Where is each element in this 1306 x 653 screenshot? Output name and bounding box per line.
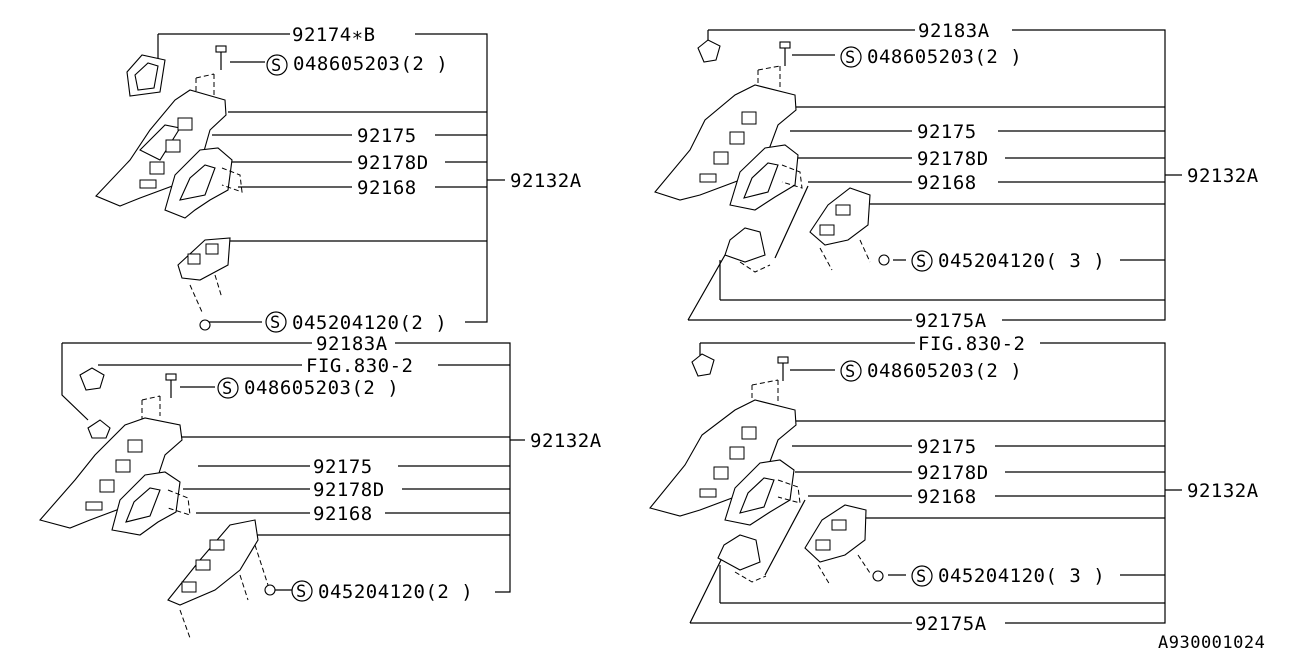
bolt-icon <box>872 570 884 582</box>
label-92168: 92168 <box>917 486 977 508</box>
label-bolt: 045204120( 3 ) <box>938 250 1105 272</box>
label-screw: 048605203(2 ) <box>867 46 1022 68</box>
console-panel <box>95 89 227 207</box>
diagram-code: A930001024 <box>1158 633 1265 653</box>
label-92175a: 92175A <box>915 310 987 332</box>
switch-bezel-part <box>729 144 799 211</box>
quadrant-top-right: 92183A S 048605203(2 ) 92175 92178D 9216… <box>654 20 1259 332</box>
label-screw: 048605203(2 ) <box>867 360 1022 382</box>
clip-part <box>87 419 111 439</box>
switch-bezel-part <box>111 471 181 536</box>
svg-text:S: S <box>916 252 927 272</box>
svg-text:S: S <box>296 582 307 602</box>
clip-part <box>697 39 721 63</box>
clip-part <box>79 367 105 391</box>
switch-part <box>809 187 871 246</box>
screw-icon <box>215 45 227 70</box>
svg-text:S: S <box>270 313 281 333</box>
label-92168: 92168 <box>313 503 373 525</box>
svg-text:S: S <box>271 56 282 76</box>
switch-part <box>724 227 766 263</box>
label-screw: 048605203(2 ) <box>293 53 448 75</box>
label-92132a: 92132A <box>530 430 602 452</box>
s-symbol-icon: S <box>217 377 239 399</box>
svg-text:S: S <box>222 379 233 399</box>
s-symbol-icon: S <box>265 311 287 333</box>
label-92168: 92168 <box>917 172 977 194</box>
quadrant-bottom-right: FIG.830-2 S 048605203(2 ) 92175 92178D 9… <box>649 333 1259 635</box>
s-symbol-icon: S <box>840 46 862 68</box>
switch-bezel-part <box>724 459 795 526</box>
pocket-part <box>126 54 166 97</box>
console-panel <box>654 84 797 201</box>
switch-part <box>167 519 259 606</box>
svg-text:S: S <box>845 48 856 68</box>
label-92174b: 92174∗B <box>292 24 376 46</box>
label-92178d: 92178D <box>917 462 989 484</box>
s-symbol-icon: S <box>840 360 862 382</box>
svg-text:S: S <box>845 362 856 382</box>
label-92168: 92168 <box>357 177 417 199</box>
label-92175a: 92175A <box>915 613 987 635</box>
switch-part <box>804 504 867 563</box>
label-92178d: 92178D <box>357 152 429 174</box>
svg-text:S: S <box>916 567 927 587</box>
screw-icon <box>165 373 177 398</box>
label-92175: 92175 <box>917 436 977 458</box>
label-92175: 92175 <box>917 121 977 143</box>
label-92132a: 92132A <box>510 170 582 192</box>
label-92132a: 92132A <box>1187 480 1259 502</box>
label-92178d: 92178D <box>313 479 385 501</box>
label-bolt: 045204120(2 ) <box>292 312 447 334</box>
bolt-icon <box>199 319 211 331</box>
switch-part <box>717 534 761 571</box>
label-92183a: 92183A <box>316 333 388 355</box>
console-panel <box>649 399 797 517</box>
console-panel <box>39 417 183 529</box>
label-fig830: FIG.830-2 <box>306 355 413 377</box>
s-symbol-icon: S <box>911 565 933 587</box>
switch-bezel-part <box>164 147 233 219</box>
label-92183a: 92183A <box>918 20 990 42</box>
label-bolt: 045204120( 3 ) <box>938 565 1105 587</box>
bolt-icon <box>878 254 890 266</box>
s-symbol-icon: S <box>911 250 933 272</box>
label-92178d: 92178D <box>917 148 989 170</box>
quadrant-top-left: 92174∗B S 048605203(2 ) 92175 92178D 921… <box>95 24 582 334</box>
label-screw: 048605203(2 ) <box>244 377 399 399</box>
label-92132a: 92132A <box>1187 165 1259 187</box>
screw-icon <box>779 41 791 66</box>
label-bolt: 045204120(2 ) <box>318 581 473 603</box>
label-92175: 92175 <box>313 456 373 478</box>
label-fig830: FIG.830-2 <box>918 333 1025 355</box>
label-92175: 92175 <box>357 125 417 147</box>
clip-part <box>691 353 715 377</box>
bolt-icon <box>264 584 276 596</box>
switch-part <box>177 237 231 281</box>
screw-icon <box>777 356 789 381</box>
quadrant-bottom-left: 92183A FIG.830-2 S 048605203(2 ) 92132A … <box>39 333 602 639</box>
s-symbol-icon: S <box>266 54 288 76</box>
s-symbol-icon: S <box>291 580 313 602</box>
